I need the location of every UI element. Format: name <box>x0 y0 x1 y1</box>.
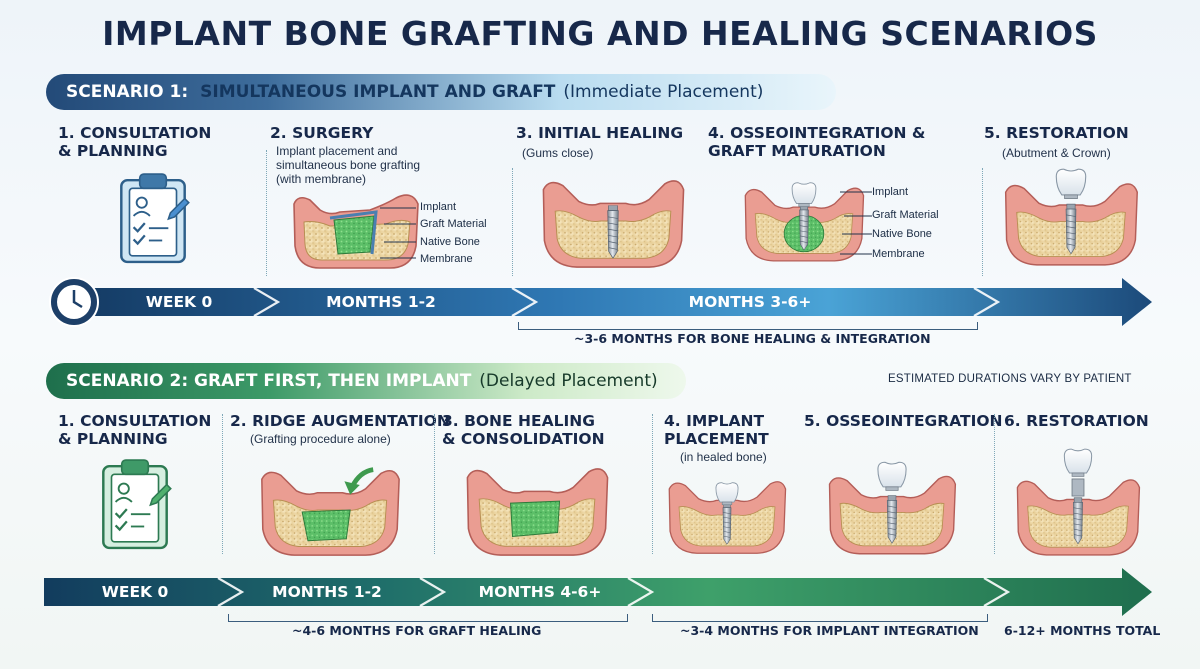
s1-bracket <box>518 322 978 330</box>
s1-step-2-title: 2. SURGERY <box>270 124 374 142</box>
s2-bracket-implant <box>652 614 988 622</box>
callout-lines <box>380 207 416 259</box>
s1-step-5-sub: (Abutment & Crown) <box>1002 146 1111 160</box>
s2-bracket-graft <box>228 614 628 622</box>
s2-step-2-title: 2. RIDGE AUGMENTATION <box>230 412 450 430</box>
s2-step-2-sub: (Grafting procedure alone) <box>250 432 391 446</box>
s1-step-1-title: 1. CONSULTATION & PLANNING <box>58 124 212 160</box>
osseointegration-illustration <box>744 182 865 262</box>
clipboard-icon <box>120 172 190 264</box>
callout-native-bone: Native Bone <box>420 236 480 248</box>
restoration-illustration <box>1016 448 1141 556</box>
s1-bracket-label: ~3-6 MONTHS FOR BONE HEALING & INTEGRATI… <box>574 331 931 346</box>
s2-step-4-sub: (in healed bone) <box>680 450 767 464</box>
s1-step-2-sub: Implant placement and simultaneous bone … <box>276 144 421 186</box>
scenario-2-subheading: (Delayed Placement) <box>479 371 658 391</box>
clipboard-icon <box>102 458 172 550</box>
scenario-1-heading: SIMULTANEOUS IMPLANT AND GRAFT <box>200 82 556 102</box>
s1-timeline-week-0: WEEK 0 <box>145 293 213 311</box>
s2-timeline-week-0: WEEK 0 <box>101 583 169 601</box>
scenario-2-heading: SCENARIO 2: GRAFT FIRST, THEN IMPLANT <box>66 371 472 391</box>
s2-step-4-title: 4. IMPLANT PLACEMENT <box>664 412 769 448</box>
total-duration: 6-12+ MONTHS TOTAL <box>1004 623 1161 638</box>
s2-divider <box>222 414 223 554</box>
s1-step-5-title: 5. RESTORATION <box>984 124 1129 142</box>
callout-lines <box>840 191 872 255</box>
s2-divider <box>994 414 995 554</box>
s1-step-3-sub: (Gums close) <box>522 146 594 160</box>
callout-membrane: Membrane <box>420 253 473 265</box>
s1-timeline-months-1-2: MONTHS 1-2 <box>326 293 436 311</box>
s2-step-6-title: 6. RESTORATION <box>1004 412 1149 430</box>
s1-divider <box>512 168 513 276</box>
callout-implant: Implant <box>420 201 457 213</box>
scenario-1-subheading: (Immediate Placement) <box>563 82 764 102</box>
surgery-illustration <box>293 194 419 269</box>
timeline-2 <box>44 568 1152 616</box>
s1-divider <box>266 150 267 276</box>
s1-step-3-title: 3. INITIAL HEALING <box>516 124 684 142</box>
callout-implant: Implant <box>872 186 909 198</box>
s2-bracket-graft-label: ~4-6 MONTHS FOR GRAFT HEALING <box>292 623 542 638</box>
callout-graft-material: Graft Material <box>420 218 487 230</box>
initial-healing-illustration <box>542 180 685 268</box>
timeline-1 <box>49 277 1152 327</box>
scenario-1-banner: SCENARIO 1: SIMULTANEOUS IMPLANT AND GRA… <box>46 74 836 110</box>
s2-timeline-months-4-6: MONTHS 4-6+ <box>478 583 602 601</box>
s1-timeline-months-3-6: MONTHS 3-6+ <box>688 293 812 311</box>
s1-divider <box>982 168 983 276</box>
s2-divider <box>434 414 435 554</box>
restoration-illustration <box>1004 168 1138 266</box>
s2-step-3-title: 3. BONE HEALING & CONSOLIDATION <box>442 412 605 448</box>
bone-healing-illustration <box>466 468 609 556</box>
page-title: IMPLANT BONE GRAFTING AND HEALING SCENAR… <box>102 14 1098 53</box>
scenario-1-label: SCENARIO 1: <box>66 82 189 102</box>
s2-bracket-implant-label: ~3-4 MONTHS FOR IMPLANT INTEGRATION <box>680 623 979 638</box>
callout-graft-material: Graft Material <box>872 209 939 221</box>
s2-timeline-months-1-2: MONTHS 1-2 <box>272 583 382 601</box>
durations-note: ESTIMATED DURATIONS VARY BY PATIENT <box>888 373 1132 385</box>
scenario-2-banner: SCENARIO 2: GRAFT FIRST, THEN IMPLANT (D… <box>46 363 686 399</box>
callout-membrane: Membrane <box>872 248 925 260</box>
ridge-augmentation-illustration <box>261 467 400 556</box>
implant-placement-illustration <box>668 481 787 554</box>
s2-step-1-title: 1. CONSULTATION & PLANNING <box>58 412 212 448</box>
callout-native-bone: Native Bone <box>872 228 932 240</box>
s2-step-5-title: 5. OSSEOINTEGRATION <box>804 412 1003 430</box>
s1-step-4-title: 4. OSSEOINTEGRATION & GRAFT MATURATION <box>708 124 926 160</box>
s2-divider <box>652 414 653 554</box>
osseointegration-illustration <box>828 461 957 555</box>
